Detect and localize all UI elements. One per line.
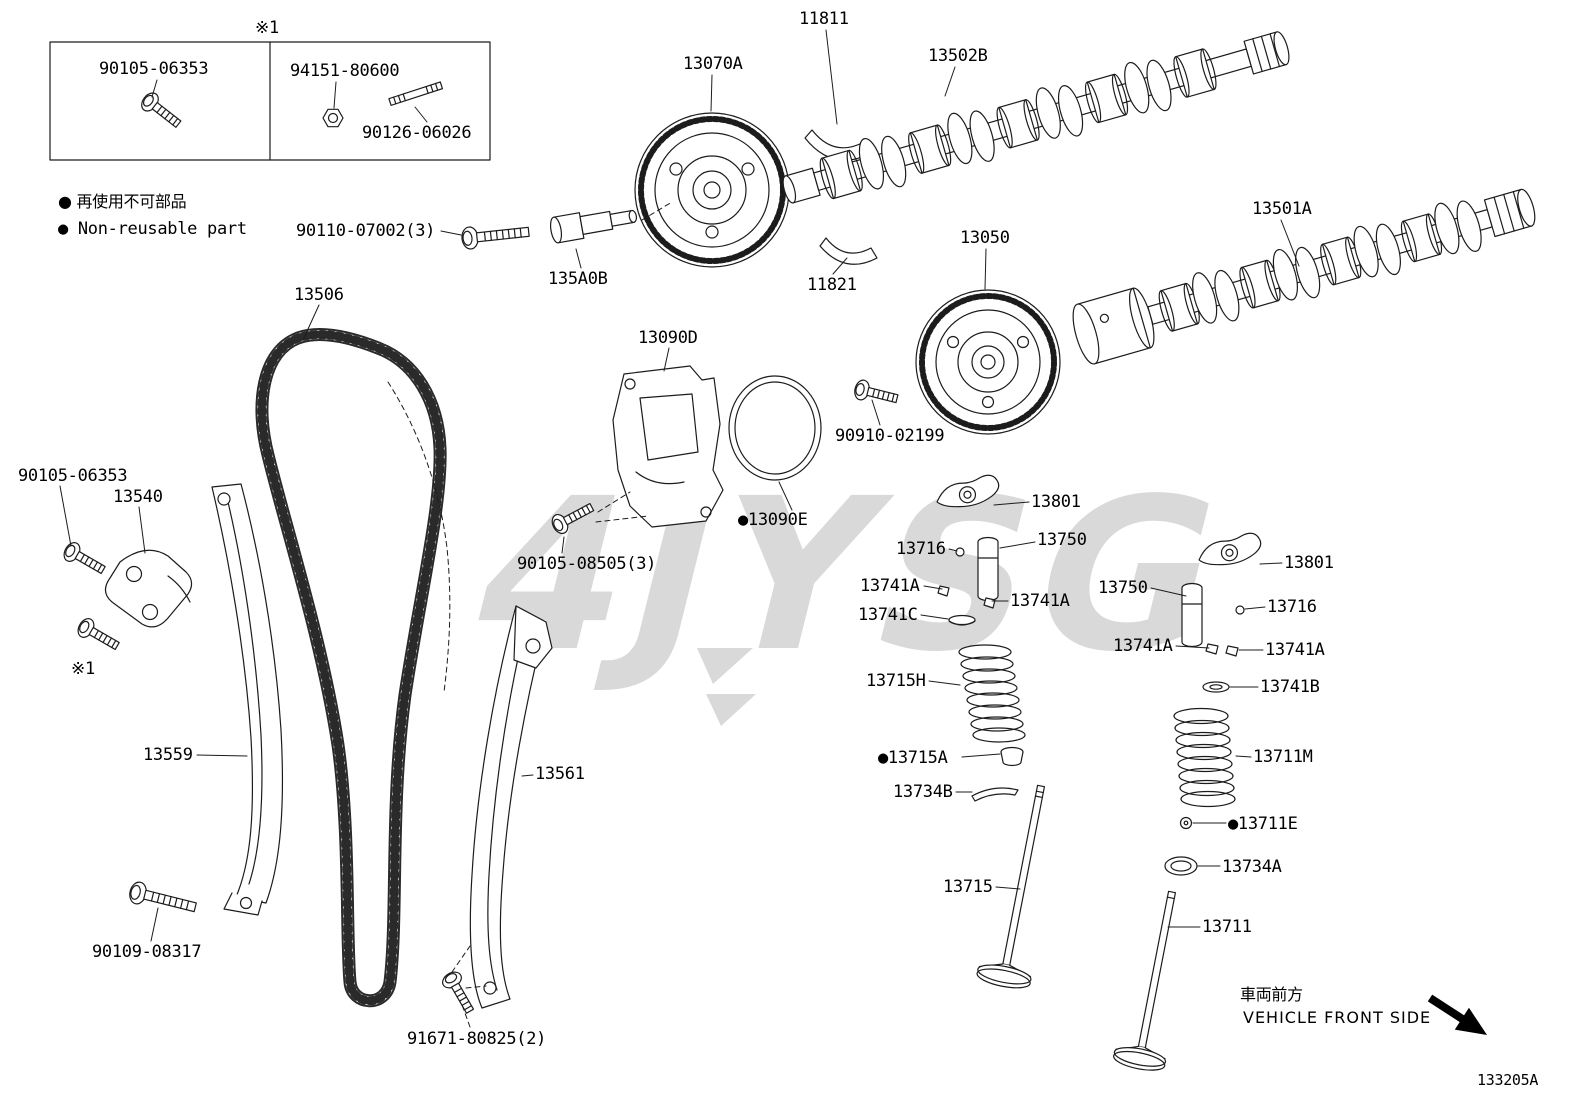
vvt-gear-13070A-art	[634, 112, 790, 268]
inset-box-art	[49, 41, 491, 161]
chain-guide-13559-art	[211, 483, 284, 916]
figure-code: 133205A	[1477, 1071, 1539, 1089]
valve-spring-13715H-art	[958, 644, 1026, 743]
part-label-13741A-4: 13741A	[1265, 640, 1325, 660]
part-label-90110-07002: 90110-07002(3)	[296, 221, 436, 241]
part-label-13716-2: 13716	[1267, 597, 1317, 617]
bolt-ref-mark: ※1	[71, 659, 95, 679]
retainer-13711E-art	[1179, 816, 1193, 830]
legend-non-reusable-en: ● Non-reusable part	[58, 219, 247, 239]
part-label-13715H: 13715H	[866, 671, 926, 691]
part-label-13561: 13561	[535, 764, 585, 784]
part-label-13801-2: 13801	[1284, 553, 1334, 573]
bolt-90910-02199-art	[852, 378, 900, 410]
part-label-90105-06353-left: 90105-06353	[18, 466, 128, 486]
part-label-13741A-1: 13741A	[860, 576, 920, 596]
seal-13734A-art	[1164, 856, 1198, 876]
bolt-90110-07002-art	[460, 220, 531, 251]
part-label-13734B: 13734B	[893, 782, 953, 802]
stud-90126-06026-art	[388, 81, 444, 106]
vehicle-front-en: VEHICLE FRONT SIDE	[1243, 1008, 1432, 1027]
part-label-13501A: 13501A	[1252, 199, 1312, 219]
o-ring-13090E-art	[728, 375, 822, 481]
part-label-13750-2: 13750	[1098, 578, 1148, 598]
watermark-chevron-icon	[706, 694, 756, 726]
part-label-13502B: 13502B	[928, 46, 988, 66]
part-label-11811: 11811	[799, 9, 849, 29]
vvt-gear-13050-art	[915, 289, 1061, 435]
lash-adjuster-13750-right-art	[1181, 582, 1203, 648]
legend-non-reusable-jp: ● 再使用不可部品	[58, 192, 187, 211]
pivot-13716-left-art	[955, 547, 965, 557]
bearing-shell-11821-art	[819, 237, 878, 265]
pivot-13716-right-art	[1235, 605, 1245, 615]
part-label-13540: 13540	[113, 487, 163, 507]
part-label-13070A: 13070A	[683, 54, 743, 74]
bolt-90105-06353-left-art	[60, 539, 109, 580]
stem-cap-13734B-art	[971, 787, 1019, 802]
part-label-13741C: 13741C	[858, 605, 918, 625]
lash-adjuster-13750-left-art	[977, 536, 999, 602]
vehicle-front-jp: 車両前方	[1240, 985, 1303, 1004]
watermark-chevron-icon	[697, 648, 753, 684]
part-label-13715: 13715	[943, 877, 993, 897]
part-label-13559: 13559	[143, 745, 193, 765]
watermark-art: 4JYSG	[449, 454, 1250, 726]
bolt-ref1-art	[74, 615, 123, 656]
part-label-13506: 13506	[294, 285, 344, 305]
part-label-135A0B: 135A0B	[548, 269, 608, 289]
valve-13711-art	[1113, 890, 1177, 1071]
spring-seat-13741C-art	[948, 614, 976, 626]
inset-part-label-90105-06353: 90105-06353	[99, 59, 209, 79]
part-label-90910-02199: 90910-02199	[835, 426, 945, 446]
inset-ref-mark: ※1	[255, 18, 279, 38]
camshaft-13501A-art	[1072, 188, 1536, 365]
part-label-13711M: 13711M	[1253, 747, 1313, 767]
inset-part-label-94151-80600: 94151-80600	[290, 61, 400, 81]
bolt-91671-80825-art	[439, 968, 480, 1017]
tensioner-body-13090D-art	[612, 365, 724, 528]
part-label-91671-80825: 91671-80825(2)	[407, 1029, 547, 1049]
part-label-13050: 13050	[960, 228, 1010, 248]
part-label-13711E: ●13711E	[1228, 814, 1298, 834]
part-label-13716-1: 13716	[896, 539, 946, 559]
part-label-13715A: ●13715A	[878, 748, 948, 768]
chain-guide-13561-art	[469, 605, 553, 1009]
inset-part-label-90126-06026: 90126-06026	[362, 123, 472, 143]
part-label-13801-1: 13801	[1031, 492, 1081, 512]
part-label-13741A-2: 13741A	[1010, 591, 1070, 611]
nut-94151-80600-art	[322, 108, 344, 128]
part-label-13741A-3: 13741A	[1113, 636, 1173, 656]
valve-spring-13711M-art	[1173, 707, 1236, 808]
spring-seat-13741B-art	[1202, 681, 1230, 693]
camshaft-13502B-art	[782, 31, 1290, 204]
part-label-90105-08505: 90105-08505(3)	[517, 554, 657, 574]
spring-retainer-13715A-art	[1000, 746, 1024, 767]
valve-13715-art	[976, 784, 1046, 989]
part-label-13734A: 13734A	[1222, 857, 1282, 877]
leader-lines	[59, 29, 1300, 1028]
keeper-13741A-right-art	[1205, 643, 1239, 657]
part-label-13090D: 13090D	[638, 328, 698, 348]
bolt-90109-08317-art	[126, 879, 199, 919]
vehicle-front-arrow-icon	[1427, 994, 1488, 1036]
part-label-13750-1: 13750	[1037, 530, 1087, 550]
part-label-11821: 11821	[807, 275, 857, 295]
part-label-90109-08317: 90109-08317	[92, 942, 202, 962]
part-label-13741B: 13741B	[1260, 677, 1320, 697]
bolt-90105-06353-inset-art	[137, 89, 186, 133]
watermark-text: 4JYSG	[449, 454, 1250, 698]
plug-135A0B-art	[549, 209, 638, 244]
part-label-13090E: ●13090E	[738, 510, 808, 530]
timing-chain-13506-art	[255, 328, 447, 1008]
part-label-13711: 13711	[1202, 917, 1252, 937]
chain-tensioner-13540-art	[104, 549, 193, 628]
